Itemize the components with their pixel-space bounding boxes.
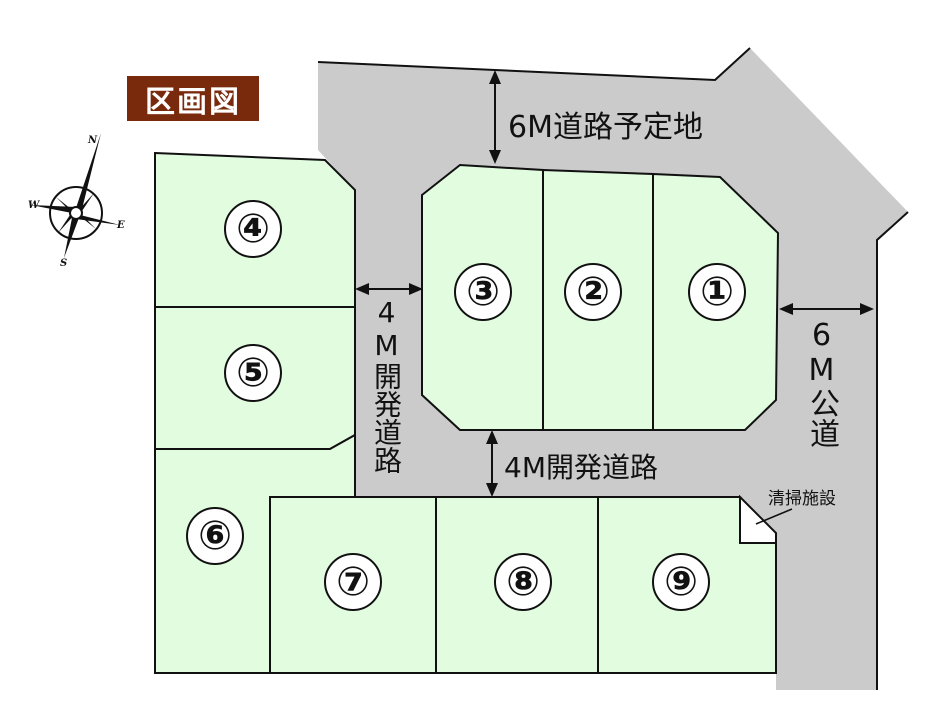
dimension-arrow-east [779,303,874,315]
lot-2-number[interactable]: ② [564,263,622,321]
dimension-arrow-west [355,283,423,295]
compass-north-label: N [88,135,98,146]
lot-7-number[interactable]: ⑦ [324,553,382,611]
lot-9-number[interactable]: ⑨ [652,553,710,611]
compass-east-label: E [117,220,125,231]
compass-west-label: W [28,200,40,211]
dimension-arrow-south [486,430,498,497]
road-label-east-public: 6M公道 [804,318,839,448]
cleaning-facility-label: 清掃施設 [768,489,836,509]
lot-5-number[interactable]: ⑤ [224,344,282,402]
lot-8-number[interactable]: ⑧ [494,553,552,611]
lot-4-number[interactable]: ④ [224,200,282,258]
facility-leader-line [755,508,793,525]
dimension-arrow-north [489,70,501,164]
lot-3-number[interactable]: ③ [454,263,512,321]
lot-6-number[interactable]: ⑥ [186,507,244,565]
road-label-north-planned: 6M道路予定地 [508,110,703,145]
road-edge-north [317,47,751,82]
road-edge-east [876,211,909,690]
road-label-south-dev: 4M開発道路 [504,451,658,484]
lot-1-number[interactable]: ① [688,263,746,321]
compass-south-label: S [60,258,68,269]
compass-rose-icon [31,133,120,258]
page-title: 区画図 [127,76,259,121]
road-label-west-dev: 4M開発道路 [370,296,403,474]
